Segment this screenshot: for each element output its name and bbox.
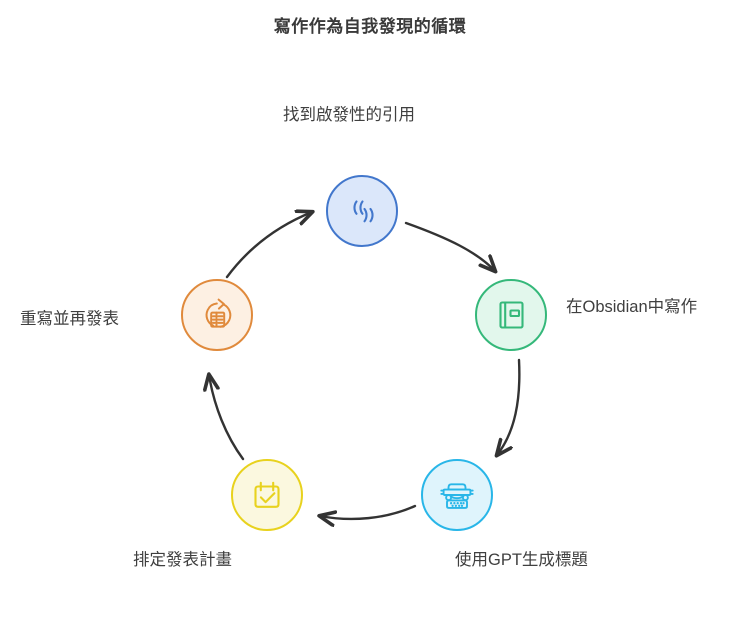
arrow-quote-to-obsidian [404, 221, 495, 271]
refresh-document-icon [196, 294, 238, 336]
typewriter-icon [436, 474, 478, 516]
notebook-icon [491, 295, 531, 335]
arrow-gpt-to-schedule [320, 504, 417, 519]
cycle-node-obsidian-label: 在Obsidian中寫作 [566, 298, 698, 316]
cycle-node-quote-label: 找到啟發性的引用 [283, 106, 415, 124]
arrow-schedule-to-rewrite [209, 375, 245, 461]
cycle-node-schedule[interactable] [231, 459, 303, 531]
arrow-obsidian-to-gpt [497, 358, 521, 455]
cycle-node-rewrite[interactable] [181, 279, 253, 351]
cycle-node-gpt[interactable] [421, 459, 493, 531]
cycle-node-obsidian[interactable] [475, 279, 547, 351]
cycle-node-schedule-label: 排定發表計畫 [133, 551, 232, 569]
arrow-rewrite-to-quote [225, 212, 312, 279]
cycle-node-quote[interactable] [326, 175, 398, 247]
calendar-check-icon [247, 475, 287, 515]
cycle-node-gpt-label: 使用GPT生成標題 [455, 551, 588, 569]
cycle-node-rewrite-label: 重寫並再發表 [20, 310, 119, 328]
quotation-marks-icon [342, 191, 382, 231]
page-title: 寫作作為自我發現的循環 [273, 17, 467, 36]
